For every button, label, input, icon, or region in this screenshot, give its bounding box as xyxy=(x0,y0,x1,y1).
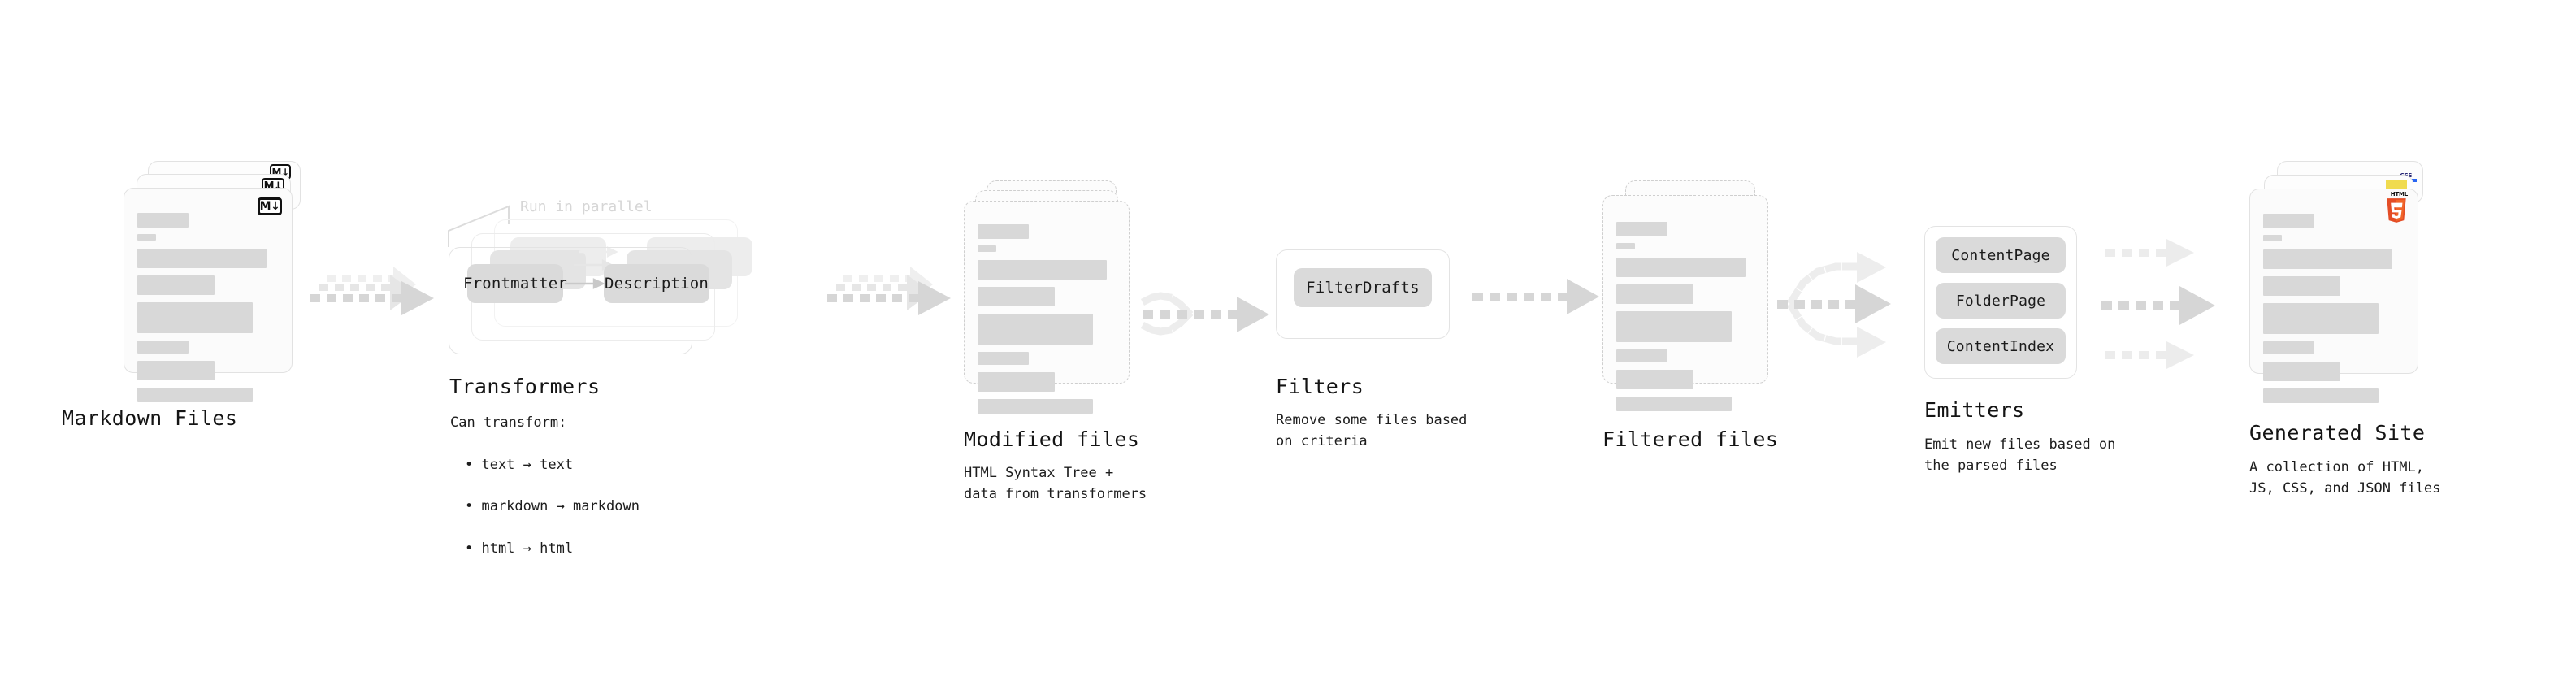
transformers-bullet-list: • text → text • markdown → markdown • ht… xyxy=(465,434,640,581)
modified-files-subtitle: HTML Syntax Tree + data from transformer… xyxy=(964,465,1147,502)
filtered-files-title: Filtered files xyxy=(1602,427,1779,451)
emitters-title: Emitters xyxy=(1924,398,2025,422)
transformers-title: Transformers xyxy=(449,375,601,398)
filtered-skeleton-lines xyxy=(1616,222,1754,411)
arrow-modified-to-filters xyxy=(1140,292,1269,336)
modified-files-title: Modified files xyxy=(964,427,1140,451)
transformers-subtitle-lead: Can transform: xyxy=(450,414,567,431)
transformers-bullet-0: • text → text xyxy=(465,456,574,473)
arrow-filters-to-filtered xyxy=(1472,279,1599,314)
run-in-parallel-label: Run in parallel xyxy=(520,198,653,215)
transformer-pill-description[interactable]: Description xyxy=(604,264,709,303)
arrow-emitters-to-generated xyxy=(2101,239,2215,369)
transformers-bullet-2: • html → html xyxy=(465,540,574,557)
markdown-icon: M↓ xyxy=(258,197,282,215)
modified-card-front xyxy=(964,201,1130,414)
emitters-group xyxy=(1924,226,2077,379)
markdown-card-front: M↓ xyxy=(124,188,293,402)
markdown-files-title: Markdown Files xyxy=(62,406,238,430)
emitter-pill-folderpage[interactable]: FolderPage xyxy=(1936,283,2066,319)
modified-skeleton-lines xyxy=(978,224,1116,414)
filtered-card-front xyxy=(1602,195,1768,411)
arrow-transformers-to-modified xyxy=(827,267,951,315)
generated-site-title: Generated Site xyxy=(2249,421,2426,445)
transformers-bullet-1: • markdown → markdown xyxy=(465,498,640,515)
emitters-subtitle: Emit new files based on the parsed files xyxy=(1924,436,2116,474)
generated-card-front: HTML HTML xyxy=(2249,189,2418,403)
filters-subtitle: Remove some files based on criteria xyxy=(1276,412,1468,449)
transformer-connector-arrow-front xyxy=(565,278,605,289)
generated-site-subtitle: A collection of HTML, JS, CSS, and JSON … xyxy=(2249,459,2441,497)
arrow-markdown-to-transformers xyxy=(310,267,434,315)
emitter-pill-contentindex[interactable]: ContentIndex xyxy=(1936,328,2066,364)
generated-skeleton-lines xyxy=(2263,214,2405,403)
emitter-pill-contentpage[interactable]: ContentPage xyxy=(1936,237,2066,273)
transformer-pill-frontmatter[interactable]: Frontmatter xyxy=(463,264,567,303)
html5-icon: HTML xyxy=(2387,198,2406,223)
run-in-parallel-bracket xyxy=(448,205,510,247)
html5-icon-label: HTML xyxy=(2390,191,2408,197)
filters-title: Filters xyxy=(1276,375,1364,398)
filter-pill-filterdrafts[interactable]: FilterDrafts xyxy=(1294,268,1432,307)
arrow-filtered-to-emitters xyxy=(1777,252,1891,358)
markdown-skeleton-lines xyxy=(137,213,279,402)
filters-group xyxy=(1276,249,1450,339)
